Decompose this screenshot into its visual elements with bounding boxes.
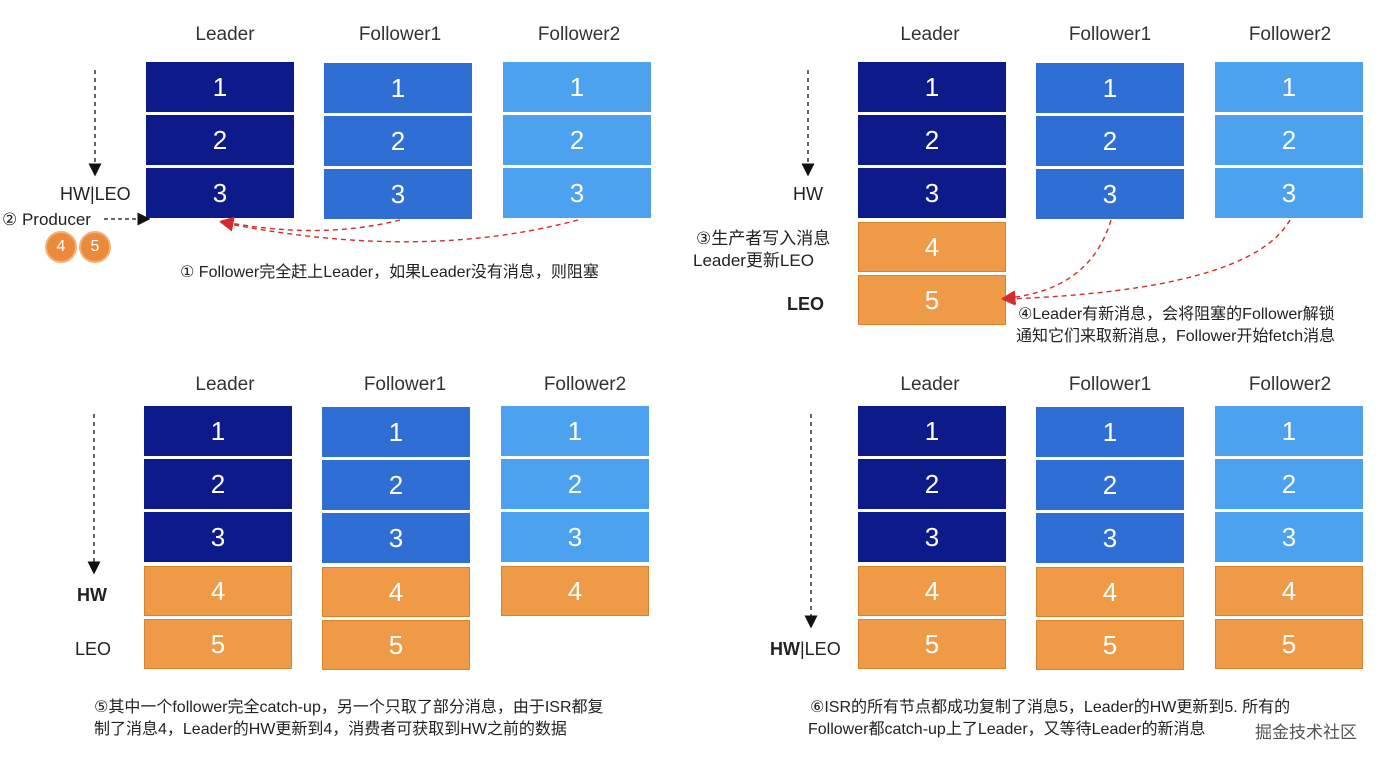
p4-header-follower1: Follower1 bbox=[1068, 374, 1152, 395]
p3-follower2-msg-2: 2 bbox=[501, 459, 649, 509]
p3-caption-line-1: ⑤其中一个follower完全catch-up，另一个只取了部分消息，由于ISR… bbox=[94, 699, 604, 716]
p2-caption-line-1: ④Leader有新消息，会将阻塞的Follower解锁 bbox=[1018, 306, 1335, 323]
p1-follower1-msg-3: 3 bbox=[324, 169, 472, 219]
p4-caption-line-1: ⑥ISR的所有节点都成功复制了消息5，Leader的HW更新到5. 所有的 bbox=[810, 699, 1291, 716]
p3-caption-line-2: 制了消息4，Leader的HW更新到4，消费者可获取到HW之前的数据 bbox=[94, 721, 567, 738]
p1-follower1-msg-2: 2 bbox=[324, 116, 472, 166]
p1-badge-msg-5: 5 bbox=[79, 231, 111, 263]
p2-hw-label: HW bbox=[793, 184, 823, 204]
p3-header-follower1: Follower1 bbox=[363, 374, 447, 395]
p2-leo-label: LEO bbox=[787, 294, 825, 314]
p1-hw-leo-label: HW|LEO bbox=[60, 184, 131, 204]
p2-header-leader: Leader bbox=[900, 24, 960, 45]
p3-follower1-msg-4: 4 bbox=[322, 567, 470, 617]
p2-leader-msg-4: 4 bbox=[858, 222, 1006, 272]
p2-follower1-msg-2: 2 bbox=[1036, 116, 1184, 166]
p4-follower1-msg-4: 4 bbox=[1036, 567, 1184, 617]
p2-write-note-line-1: ③生产者写入消息 bbox=[696, 229, 831, 248]
p4-follower2-msg-2: 2 bbox=[1215, 459, 1363, 509]
p4-hw-text: HW bbox=[770, 639, 800, 659]
p1-follower2-msg-2: 2 bbox=[503, 115, 651, 165]
p4-caption-line-2: Follower都catch-up上了Leader，又等待Leader的新消息 bbox=[808, 721, 1206, 738]
p4-follower1-msg-2: 2 bbox=[1036, 460, 1184, 510]
p4-leader-msg-4: 4 bbox=[858, 566, 1006, 616]
p4-leader-msg-5: 5 bbox=[858, 619, 1006, 669]
p3-header-follower2: Follower2 bbox=[543, 374, 627, 395]
p1-caption: ① Follower完全赶上Leader，如果Leader没有消息，则阻塞 bbox=[180, 264, 599, 281]
p1-header-follower1: Follower1 bbox=[358, 24, 442, 45]
p2-write-note-line-2: Leader更新LEO bbox=[693, 251, 814, 270]
p3-leader-msg-2: 2 bbox=[144, 459, 292, 509]
p3-header-leader: Leader bbox=[195, 374, 255, 395]
p2-caption-line-2: 通知它们来取新消息，Follower开始fetch消息 bbox=[1016, 328, 1336, 345]
p2-follower1-msg-1: 1 bbox=[1036, 63, 1184, 113]
p2-leader-msg-3: 3 bbox=[858, 168, 1006, 218]
p1-header-follower2: Follower2 bbox=[537, 24, 621, 45]
p1-follower2-msg-3: 3 bbox=[503, 168, 651, 218]
p3-leader-msg-1: 1 bbox=[144, 406, 292, 456]
p3-follower1-msg-3: 3 bbox=[322, 513, 470, 563]
p1-leader-msg-2: 2 bbox=[146, 115, 294, 165]
p3-follower2-msg-1: 1 bbox=[501, 406, 649, 456]
p2-follower2-msg-2: 2 bbox=[1215, 115, 1363, 165]
p1-follower1-msg-1: 1 bbox=[324, 63, 472, 113]
p2-leader-msg-2: 2 bbox=[858, 115, 1006, 165]
p3-follower2-msg-3: 3 bbox=[501, 512, 649, 562]
p4-follower2-msg-3: 3 bbox=[1215, 512, 1363, 562]
p4-follower1-msg-3: 3 bbox=[1036, 513, 1184, 563]
p2-follower1-msg-3: 3 bbox=[1036, 169, 1184, 219]
p1-leader-msg-1: 1 bbox=[146, 62, 294, 112]
p2-follower1-fetch-arrow bbox=[1001, 219, 1112, 305]
p4-header-leader: Leader bbox=[900, 374, 960, 395]
p3-leo-label: LEO bbox=[75, 639, 112, 659]
p2-header-follower2: Follower2 bbox=[1248, 24, 1332, 45]
p1-header-leader: Leader bbox=[195, 24, 255, 45]
p2-leader-msg-5: 5 bbox=[858, 275, 1006, 325]
p4-follower2-msg-1: 1 bbox=[1215, 406, 1363, 456]
p2-follower2-msg-3: 3 bbox=[1215, 168, 1363, 218]
p2-leader-msg-1: 1 bbox=[858, 62, 1006, 112]
p3-follower1-msg-2: 2 bbox=[322, 460, 470, 510]
p4-follower2-msg-4: 4 bbox=[1215, 566, 1363, 616]
p2-header-follower1: Follower1 bbox=[1068, 24, 1152, 45]
p3-leader-msg-3: 3 bbox=[144, 512, 292, 562]
p4-follower1-msg-5: 5 bbox=[1036, 620, 1184, 670]
p4-hw-leo-label: HW|LEO bbox=[770, 639, 841, 660]
p4-leader-msg-2: 2 bbox=[858, 459, 1006, 509]
p3-hw-label: HW bbox=[77, 585, 107, 605]
p1-follower2-fetch-arrow bbox=[219, 217, 579, 243]
p4-leader-msg-1: 1 bbox=[858, 406, 1006, 456]
p1-follower1-fetch-arrow bbox=[219, 216, 401, 232]
p4-leo-text: |LEO bbox=[800, 639, 841, 659]
p3-follower2-msg-4: 4 bbox=[501, 566, 649, 616]
p4-header-follower2: Follower2 bbox=[1248, 374, 1332, 395]
p1-producer-label: ② Producer bbox=[2, 210, 91, 229]
p3-follower1-msg-5: 5 bbox=[322, 620, 470, 670]
p2-follower2-fetch-arrow bbox=[1001, 219, 1291, 306]
p3-follower1-msg-1: 1 bbox=[322, 407, 470, 457]
p4-follower2-msg-5: 5 bbox=[1215, 619, 1363, 669]
p1-badge-msg-4: 4 bbox=[45, 231, 77, 263]
p1-leader-msg-3: 3 bbox=[146, 168, 294, 218]
watermark-text: 掘金技术社区 bbox=[1255, 723, 1357, 742]
p1-follower2-msg-1: 1 bbox=[503, 62, 651, 112]
p4-follower1-msg-1: 1 bbox=[1036, 407, 1184, 457]
p3-leader-msg-4: 4 bbox=[144, 566, 292, 616]
p2-follower2-msg-1: 1 bbox=[1215, 62, 1363, 112]
p3-leader-msg-5: 5 bbox=[144, 619, 292, 669]
p4-leader-msg-3: 3 bbox=[858, 512, 1006, 562]
